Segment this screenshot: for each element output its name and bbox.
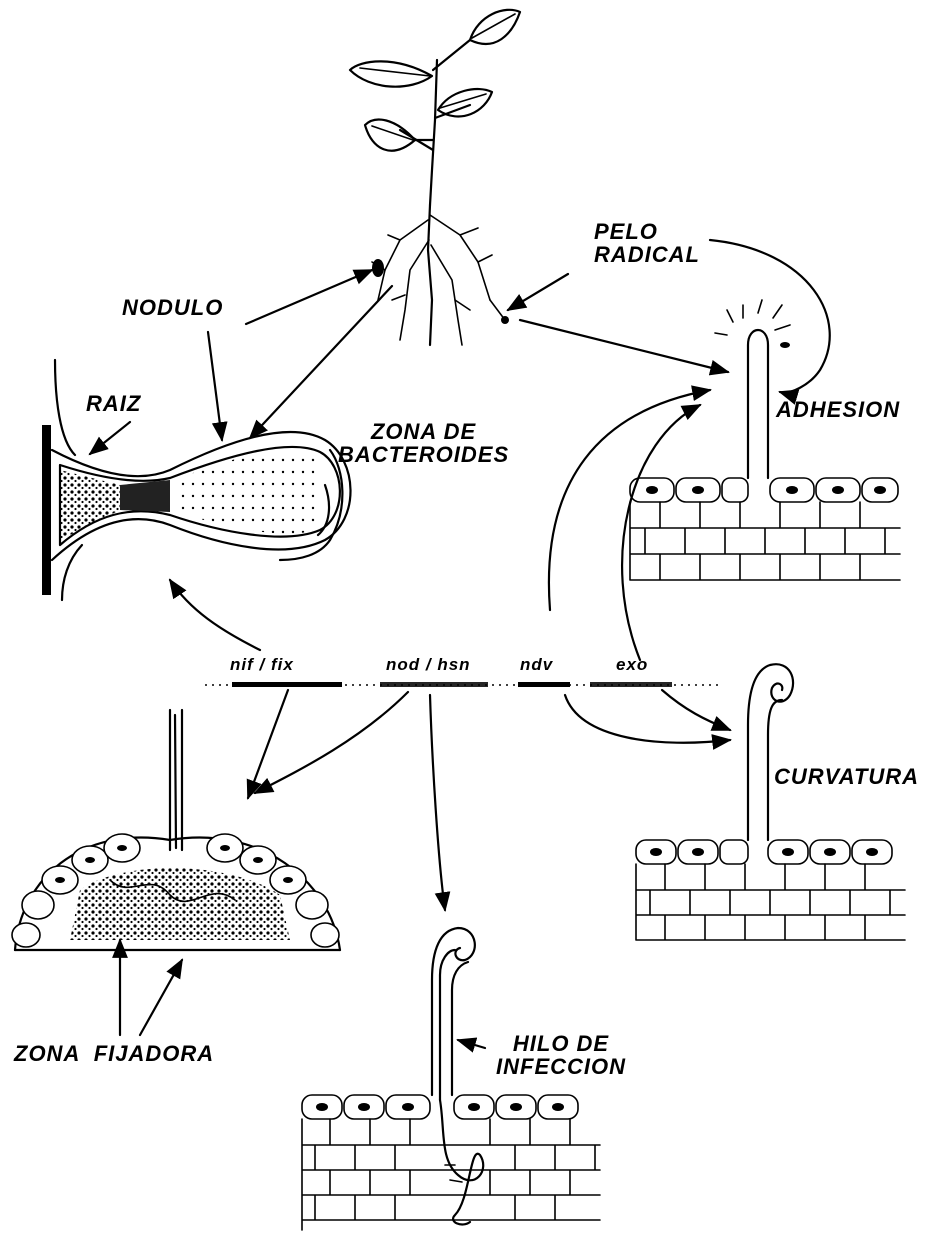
gene-nif-fix: nif / fix (230, 656, 294, 674)
label-pelo-radical-line1: PELO (594, 220, 700, 243)
label-zona-bacteroides-line1: ZONA DE (338, 420, 509, 443)
hilo-infeccion-illustration (302, 928, 600, 1230)
label-adhesion: ADHESION (776, 398, 900, 421)
label-zona-bacteroides-line2: BACTEROIDES (338, 443, 509, 466)
label-hilo-infeccion: HILO DE INFECCION (496, 1032, 626, 1078)
label-hilo-infeccion-line2: INFECCION (496, 1055, 626, 1078)
gene-exo: exo (616, 656, 648, 674)
label-pelo-radical-line2: RADICAL (594, 243, 700, 266)
gene-nod-hsn: nod / hsn (386, 656, 471, 674)
label-zona-fijadora: ZONA FIJADORA (14, 1042, 214, 1065)
plant-illustration (350, 10, 520, 345)
label-hilo-infeccion-line1: HILO DE (496, 1032, 626, 1055)
label-zona-bacteroides: ZONA DE BACTEROIDES (338, 420, 509, 466)
label-raiz: RAIZ (86, 392, 141, 415)
label-pelo-radical: PELO RADICAL (594, 220, 700, 266)
curvatura-illustration (636, 664, 905, 940)
zona-fijadora-illustration (12, 710, 340, 950)
gene-map-line (205, 682, 720, 687)
label-curvatura: CURVATURA (774, 765, 919, 788)
gene-ndv: ndv (520, 656, 553, 674)
label-nodulo: NODULO (122, 296, 223, 319)
adhesion-illustration (630, 300, 900, 580)
